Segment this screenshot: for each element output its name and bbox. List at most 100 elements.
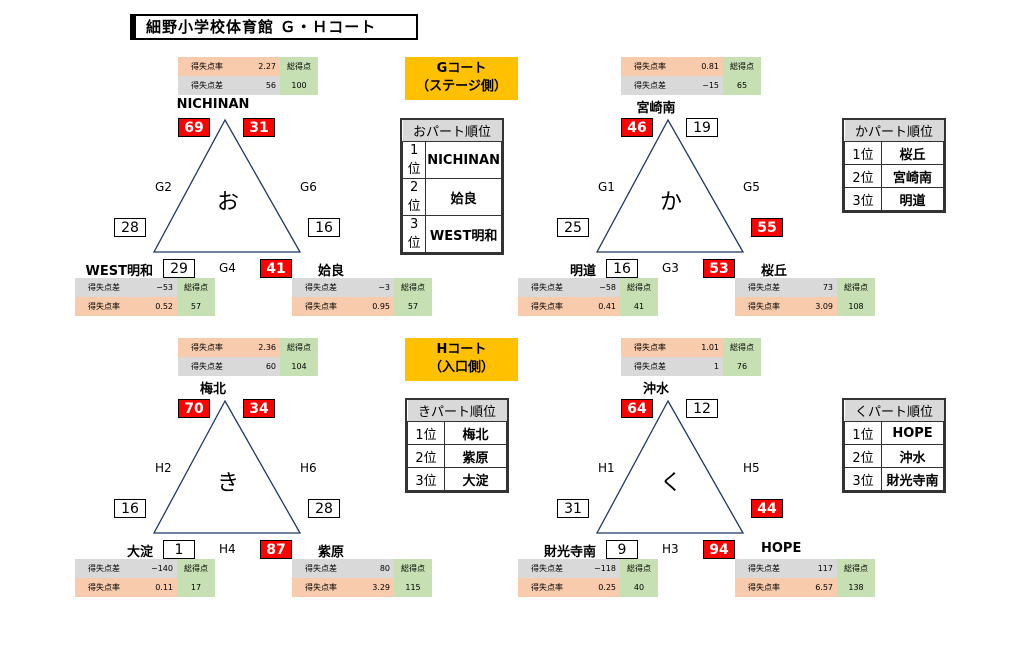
ranking-position: 2位: [844, 164, 882, 188]
ranking-team-name: 沖水: [881, 444, 944, 468]
ranking-row: 2位沖水: [844, 444, 944, 468]
score-right-bottom: 53: [703, 259, 735, 278]
ranking-position: 1位: [844, 421, 882, 445]
bl-total-label: 総得点: [177, 559, 215, 578]
team-top-name: 梅北: [199, 382, 226, 397]
br-total-value: 57: [394, 297, 432, 316]
top-diff-value: 1: [679, 357, 723, 376]
g-court-label: Gコート （ステージ側）: [405, 57, 518, 100]
group-triangle: [152, 118, 302, 253]
game-label-bottom: G3: [662, 261, 679, 275]
ranking-header: くパート順位: [844, 400, 944, 422]
ranking-team-name: 梅北: [444, 421, 507, 445]
top-rate-label: 得失点率: [621, 57, 679, 76]
br-diff-label: 得失点差: [735, 559, 793, 578]
bl-rate-value: 0.11: [133, 578, 177, 597]
game-label-right: H5: [743, 461, 760, 475]
score-top-left: 69: [178, 118, 210, 137]
score-top-right: 31: [243, 118, 275, 137]
team-bottom-right-name: HOPE: [761, 541, 802, 556]
top-rate-label: 得失点率: [621, 338, 679, 357]
score-right-top: 55: [751, 218, 783, 237]
top-total-label: 総得点: [280, 57, 318, 76]
team-bottom-left-name: 財光寺南: [543, 545, 596, 560]
score-top-left: 64: [621, 399, 653, 418]
game-label-right: H6: [300, 461, 317, 475]
bl-rate-label: 得失点率: [75, 297, 133, 316]
score-right-top: 16: [308, 218, 340, 237]
score-top-right: 34: [243, 399, 275, 418]
top-diff-label: 得失点差: [621, 357, 679, 376]
br-total-label: 総得点: [837, 559, 875, 578]
br-diff-value: 80: [350, 559, 394, 578]
top-diff-label: 得失点差: [621, 76, 679, 95]
score-left-bottom: 9: [606, 540, 638, 559]
game-label-right: G5: [743, 180, 760, 194]
team-bottom-left-name: 明道: [569, 264, 596, 279]
game-label-bottom: G4: [219, 261, 236, 275]
top-rate-label: 得失点率: [178, 57, 236, 76]
game-label-left: G2: [155, 180, 172, 194]
ranking-position: 2位: [401, 178, 427, 216]
ranking-position: 3位: [407, 467, 445, 491]
ranking-row: 3位財光寺南: [844, 467, 944, 491]
br-diff-value: 117: [793, 559, 837, 578]
bl-diff-value: −58: [576, 278, 620, 297]
score-left-top: 28: [114, 218, 146, 237]
bl-diff-value: −118: [576, 559, 620, 578]
ranking-row: 2位姶良: [401, 178, 502, 216]
br-rate-value: 6.57: [793, 578, 837, 597]
score-top-right: 12: [686, 399, 718, 418]
br-diff-label: 得失点差: [292, 278, 350, 297]
br-total-label: 総得点: [394, 559, 432, 578]
top-total-label: 総得点: [280, 338, 318, 357]
ranking-row: 3位明道: [844, 187, 944, 211]
h-court-label: Hコート （入口側）: [405, 338, 518, 381]
br-total-value: 115: [394, 578, 432, 597]
score-left-bottom: 16: [606, 259, 638, 278]
ranking-team-name: 明道: [881, 187, 944, 211]
score-left-bottom: 29: [163, 259, 195, 278]
bl-diff-value: −53: [133, 278, 177, 297]
top-diff-value: 56: [236, 76, 280, 95]
top-diff-label: 得失点差: [178, 357, 236, 376]
br-diff-label: 得失点差: [292, 559, 350, 578]
team-bottom-right-name: 姶良: [318, 264, 345, 279]
score-left-bottom: 1: [163, 540, 195, 559]
score-left-top: 25: [557, 218, 589, 237]
g-court-name: Gコート: [436, 61, 487, 76]
ranking-row: 2位宮崎南: [844, 164, 944, 188]
bl-diff-value: −140: [133, 559, 177, 578]
bl-total-value: 41: [620, 297, 658, 316]
h-court-side: （入口側）: [428, 360, 494, 375]
group-mark: お: [217, 190, 240, 215]
top-total-label: 総得点: [723, 338, 761, 357]
bl-total-value: 40: [620, 578, 658, 597]
top-rate-label: 得失点率: [178, 338, 236, 357]
ranking-row: 2位紫原: [407, 444, 507, 468]
ranking-position: 3位: [844, 187, 882, 211]
group-triangle: [152, 399, 302, 534]
bl-total-label: 総得点: [177, 278, 215, 297]
top-total-label: 総得点: [723, 57, 761, 76]
group-triangle: [595, 118, 745, 253]
bl-rate-value: 0.25: [576, 578, 620, 597]
br-total-value: 108: [837, 297, 875, 316]
br-rate-label: 得失点率: [735, 297, 793, 316]
game-label-bottom: H3: [662, 542, 679, 556]
team-bottom-left-name: WEST明和: [85, 264, 153, 279]
h-court-name: Hコート: [436, 342, 487, 357]
group-triangle: [595, 399, 745, 534]
score-right-bottom: 41: [260, 259, 292, 278]
ranking-team-name: 大淀: [444, 467, 507, 491]
